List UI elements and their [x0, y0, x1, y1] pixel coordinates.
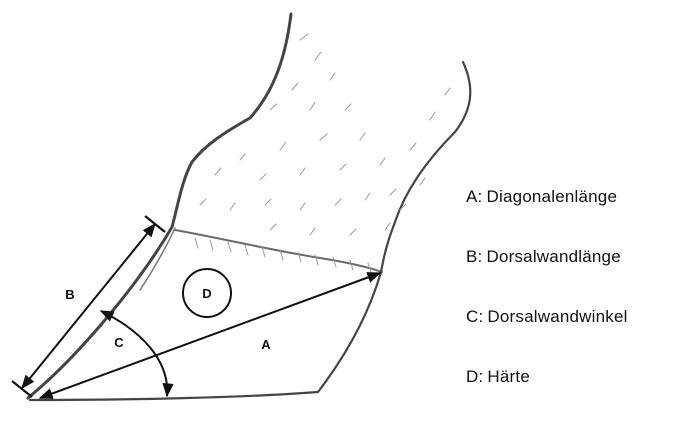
legend-text: Diagonalenlänge	[486, 187, 617, 206]
coronet-outline	[175, 230, 382, 272]
label-a: A	[261, 337, 271, 352]
legend-text: Härte	[487, 367, 530, 386]
legend-key: B	[466, 247, 478, 266]
legend-item-d: D:Härte	[466, 367, 628, 387]
legend-item-c: C:Dorsalwandwinkel	[466, 307, 628, 327]
legend-item-b: B:Dorsalwandlänge	[466, 247, 628, 267]
hoof-sketch	[28, 14, 470, 400]
legend-key: C	[466, 307, 478, 326]
label-b: B	[65, 287, 74, 302]
legend-text: Dorsalwandlänge	[486, 247, 620, 266]
measure-bar-b-bottom	[12, 381, 32, 397]
measure-arc-c	[101, 311, 167, 396]
legend: A:Diagonalenlänge B:Dorsalwandlänge C:Do…	[466, 187, 628, 427]
legend-key: D	[466, 367, 478, 386]
legend-key: A	[466, 187, 478, 206]
legend-item-a: A:Diagonalenlänge	[466, 187, 628, 207]
legend-text: Dorsalwandwinkel	[487, 307, 627, 326]
palmar-outline	[381, 62, 470, 272]
label-d: D	[202, 286, 211, 301]
legend-separator: :	[478, 247, 483, 266]
legend-separator: :	[478, 187, 483, 206]
measure-bar-b-top	[145, 216, 165, 232]
dorsal-outline	[28, 14, 291, 398]
legend-separator: :	[478, 367, 483, 386]
legend-separator: :	[478, 307, 483, 326]
label-c: C	[114, 335, 124, 350]
hair-texture	[195, 34, 450, 272]
